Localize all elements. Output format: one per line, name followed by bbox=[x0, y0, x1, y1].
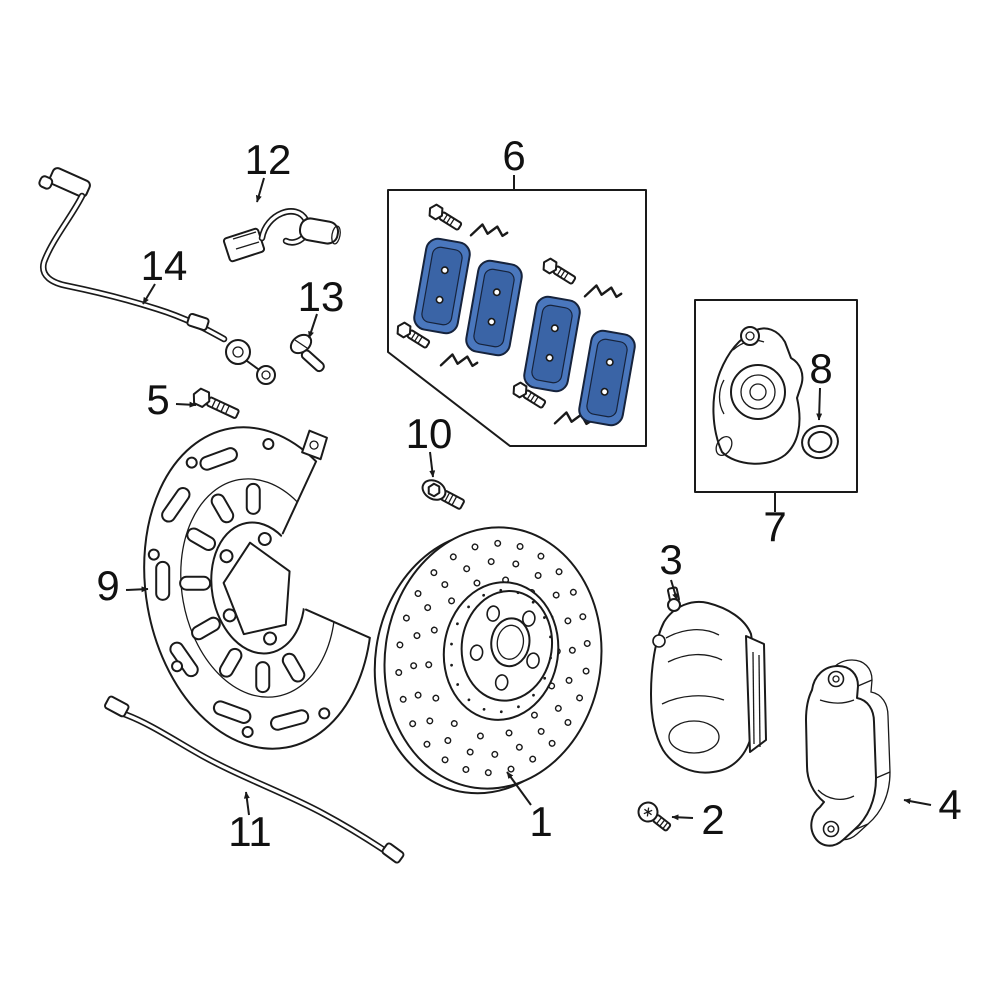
leader-13 bbox=[308, 313, 318, 339]
shield-inner-slots bbox=[179, 482, 306, 694]
pad-bolt bbox=[512, 381, 547, 409]
retaining-clip bbox=[583, 284, 623, 299]
callout-label-3: 3 bbox=[659, 536, 682, 583]
callout-label-4: 4 bbox=[938, 781, 961, 828]
callout-label-10: 10 bbox=[406, 410, 453, 457]
actuator-box bbox=[694, 299, 858, 493]
pad-bolt bbox=[428, 203, 463, 231]
leader-9 bbox=[125, 586, 149, 593]
rotor-drill-holes-outer bbox=[395, 539, 591, 777]
callout-leaders bbox=[125, 175, 932, 821]
seal-ring bbox=[801, 424, 839, 460]
shield-rim-holes bbox=[147, 438, 331, 738]
leader-1 bbox=[506, 771, 532, 806]
brake-pad bbox=[578, 329, 636, 427]
leader-5 bbox=[175, 401, 197, 408]
leader-10 bbox=[429, 451, 436, 478]
leader-14 bbox=[142, 283, 156, 305]
abs-sensor-cable bbox=[38, 167, 276, 385]
brake-caliper bbox=[650, 586, 767, 774]
brake-rotor bbox=[373, 526, 603, 795]
brake-pad bbox=[523, 295, 581, 393]
pad-bolt bbox=[542, 257, 577, 285]
callout-label-12: 12 bbox=[245, 136, 292, 183]
leader-4 bbox=[903, 798, 932, 806]
brake-pad-kit-box bbox=[387, 189, 647, 447]
callout-labels: 1 2 3 4 5 6 7 8 9 10 11 12 13 14 bbox=[96, 132, 961, 855]
shield-center-hole bbox=[222, 541, 291, 636]
retaining-clip bbox=[469, 223, 509, 238]
parking-actuator bbox=[712, 326, 804, 465]
cable-clip bbox=[289, 333, 325, 373]
callout-label-14: 14 bbox=[141, 242, 188, 289]
shield-outer-slots bbox=[155, 447, 310, 731]
pad-bolt bbox=[396, 321, 431, 349]
brake-pad bbox=[413, 237, 471, 335]
leader-3 bbox=[670, 579, 679, 601]
shield-tab bbox=[301, 429, 328, 461]
callout-label-1: 1 bbox=[529, 798, 552, 845]
shield-bolt bbox=[192, 387, 240, 419]
rotor-hub-dots bbox=[450, 588, 552, 714]
leader-12 bbox=[255, 177, 265, 203]
shield-hub-holes bbox=[219, 531, 278, 646]
retaining-clip bbox=[439, 353, 479, 368]
callout-label-8: 8 bbox=[809, 345, 832, 392]
caliper-bracket bbox=[805, 659, 891, 847]
brake-pad bbox=[465, 259, 523, 357]
callout-label-11: 11 bbox=[228, 808, 272, 855]
splash-shield bbox=[143, 426, 378, 750]
callout-label-5: 5 bbox=[146, 376, 169, 423]
leader-2 bbox=[671, 814, 694, 821]
callout-label-2: 2 bbox=[701, 796, 724, 843]
leader-8 bbox=[816, 387, 823, 421]
callout-label-6: 6 bbox=[502, 132, 525, 179]
leader-11 bbox=[243, 791, 250, 816]
retaining-clip bbox=[553, 411, 593, 426]
callout-label-13: 13 bbox=[298, 273, 345, 320]
rotor-drill-holes-mid bbox=[410, 558, 576, 758]
mounting-bolt bbox=[421, 479, 465, 510]
caliper-screw bbox=[637, 801, 672, 832]
callout-label-9: 9 bbox=[96, 562, 119, 609]
brake-hose bbox=[104, 695, 405, 864]
wear-sensor bbox=[222, 208, 341, 263]
callout-label-7: 7 bbox=[763, 503, 786, 550]
